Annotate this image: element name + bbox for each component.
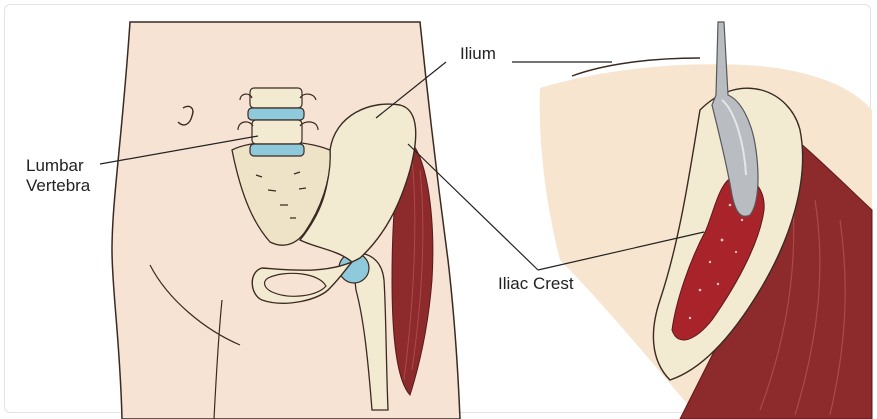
- label-iliac-crest: Iliac Crest: [498, 274, 574, 293]
- intervertebral-disc: [248, 108, 304, 120]
- right-panel: [540, 22, 872, 419]
- label-ilium: Ilium: [460, 44, 496, 63]
- left-panel: [112, 22, 460, 419]
- intervertebral-disc: [250, 144, 304, 156]
- label-lumbar-line1: Lumbar: [26, 156, 84, 175]
- label-lumbar-line2: Vertebra: [26, 176, 90, 195]
